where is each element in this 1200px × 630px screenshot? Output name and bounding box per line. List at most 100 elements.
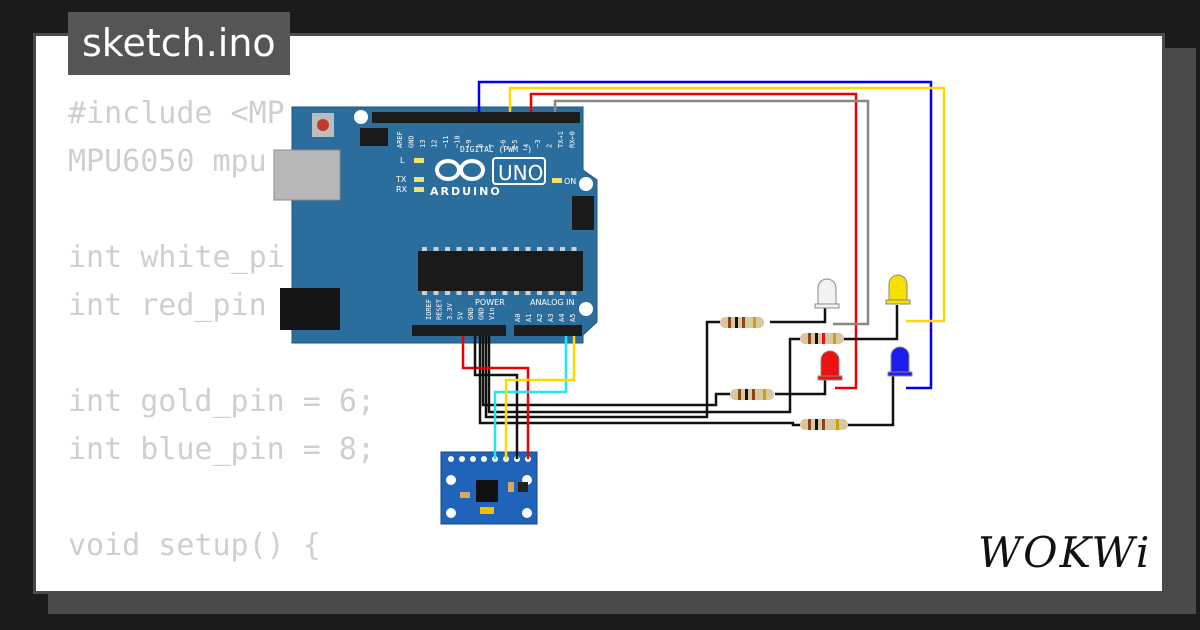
chip-pin [571,291,577,295]
mpu6050-chip [476,480,498,502]
pin-label: TX→1 [557,131,565,148]
wire-blue[interactable] [477,80,933,390]
wire-black[interactable] [838,305,899,341]
led-tx-indicator [414,177,424,182]
pin-label: ~9 [465,140,473,148]
wire-black[interactable] [848,375,895,427]
reset-button-cap [317,119,329,131]
led-rx-indicator [414,187,424,192]
resistor[interactable] [800,333,844,344]
resistor[interactable] [730,389,774,400]
pin-label: IOREF [425,299,433,320]
icsp-header [360,128,594,230]
chip-pin [479,291,485,295]
code-line: void setup() { [68,528,321,563]
mpu6050-capacitor [480,507,494,514]
wire-black[interactable] [473,336,519,459]
wire-black[interactable] [481,336,730,407]
board-model-label: UNO [498,161,543,185]
led-white[interactable] [814,278,840,309]
analog-header-label: ANALOG IN [530,298,575,307]
smd-component [460,492,470,498]
chip-pin [479,247,485,251]
wire-red[interactable] [461,336,530,459]
chip-pin [445,291,450,295]
pin-label: ~11 [442,135,450,148]
mount-hole [579,177,593,191]
chip-pin [502,291,508,295]
led-yellow[interactable] [885,274,911,305]
pin-label: A5 [569,314,577,322]
power-header-label: POWER [475,298,505,307]
chip-pin [456,291,462,295]
wokwi-logo[interactable]: WOKWi [978,528,1151,577]
mpu6050-module[interactable] [440,451,538,525]
led-on-indicator [552,178,562,183]
chip-pin [571,247,577,251]
pin-label: A3 [547,314,555,322]
chip-pin [560,247,565,251]
pin-label: ~5 [511,140,519,148]
mount-hole [579,302,593,316]
wire-black[interactable] [775,378,827,396]
chip-pin [456,247,462,251]
chip-pin [525,291,531,295]
resistor[interactable] [800,419,848,430]
chip-pin [525,247,531,251]
pin-label: 2 [546,144,554,148]
mount-hole [354,110,368,124]
wire-black[interactable] [484,320,720,419]
led-blue[interactable] [887,346,913,377]
smd-component [518,482,528,492]
wire-black[interactable] [478,336,800,427]
pin-label: RX←0 [569,131,577,148]
wire-yellow[interactable] [504,336,576,459]
pin-label: GND [467,307,475,320]
chip-pins [422,247,577,295]
arduino-logo [435,157,546,185]
wire-black[interactable] [487,336,800,414]
wire-black[interactable] [770,305,827,324]
wire-gray[interactable] [553,99,870,326]
chip-pin [548,291,554,295]
code-line: int white_pi [68,240,285,275]
pin-label: A4 [558,314,566,322]
pin-label: 4 [523,144,531,148]
chip-pin [433,247,439,251]
wire-red[interactable] [529,92,858,390]
file-tab-label: sketch.ino [82,21,276,65]
chip-pin [537,291,542,295]
resistors [720,317,848,430]
analog-header [514,325,582,336]
wire-cyan[interactable] [493,336,568,459]
resistor[interactable] [720,317,764,328]
digital-header-label: DIGITAL (PWM ~) [460,145,532,154]
pin-label: 7 [488,144,496,148]
usb-connector [273,149,341,201]
mount-hole [446,508,456,518]
pin-label: A0 [514,314,522,322]
led-l-indicator [414,158,424,163]
mount-hole [522,508,532,518]
file-tab[interactable]: sketch.ino [68,12,290,75]
pin-label: 12 [431,140,439,148]
chip-pin [491,247,496,251]
power-header [412,325,506,336]
code-line: MPU6050 mpu [68,144,267,179]
chip-pin [422,247,427,251]
leds [814,274,913,381]
pin-label: GND [408,135,416,148]
wokwi-logo-text: WOKWi [978,528,1152,577]
led-red[interactable] [817,350,843,381]
pin-label: ~6 [500,140,508,148]
chip-pin [560,291,565,295]
chip-pin [537,247,542,251]
wire-yellow[interactable] [508,86,946,323]
chip-pin [468,291,473,295]
